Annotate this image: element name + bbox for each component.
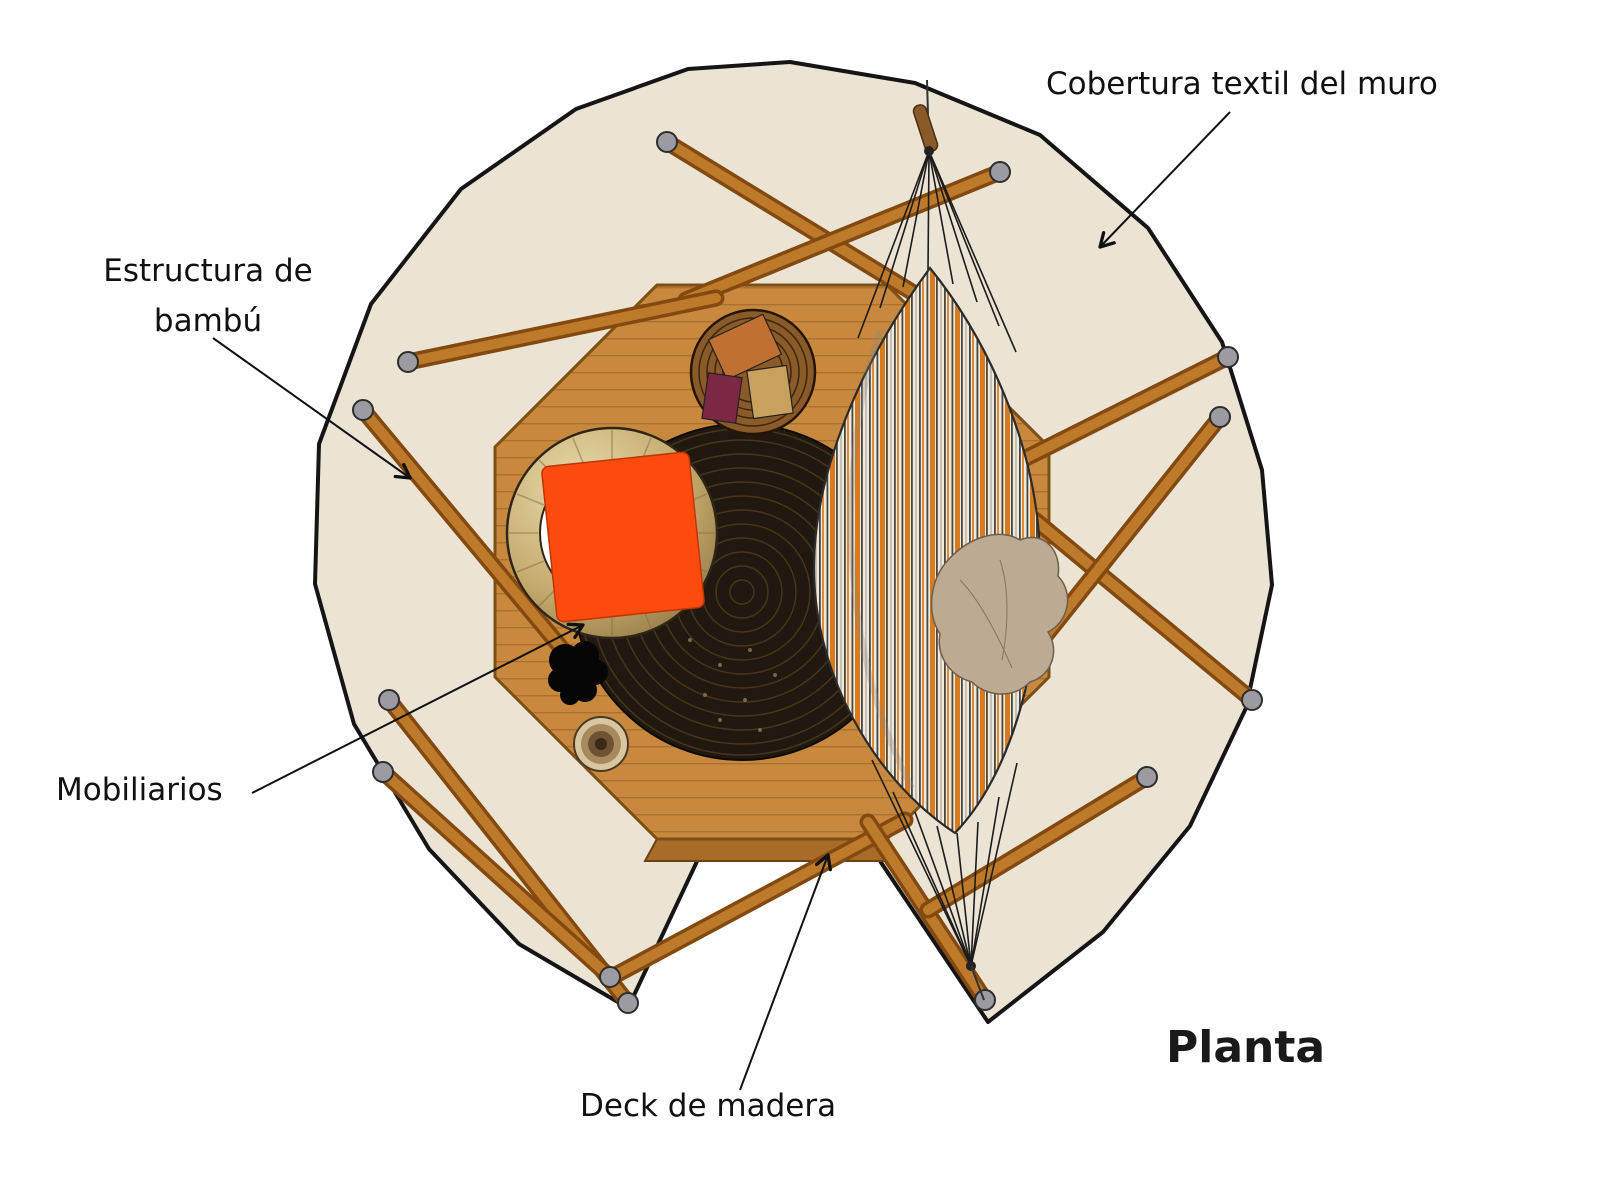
wall-covering-label: Cobertura textil del muro: [1046, 66, 1438, 102]
bamboo-pole: [919, 768, 1156, 919]
bamboo-pole: [993, 348, 1237, 479]
furniture-arrow: [251, 622, 585, 794]
book-basket: [689, 308, 817, 436]
plan-title: Planta: [1166, 1022, 1326, 1073]
hammock-strings-top: [857, 150, 1017, 353]
chair-cushion: [541, 451, 705, 623]
bamboo-pole: [1026, 511, 1261, 709]
book: [707, 313, 783, 381]
bamboo-pole: [399, 289, 725, 371]
bamboo-pole: [658, 133, 947, 317]
hammock-fabric: [812, 266, 1042, 835]
deck-arrow: [739, 853, 833, 1091]
bamboo-pole: [603, 811, 914, 986]
furniture-label: Mobiliarios: [56, 772, 223, 808]
blanket: [930, 533, 1069, 695]
plant: [548, 641, 608, 705]
bamboo-joints: [352, 131, 1263, 1014]
deck-label: Deck de madera: [580, 1088, 837, 1124]
bamboo-pole: [374, 763, 619, 986]
wall-covering-arrow: [1098, 111, 1231, 249]
hammock: [812, 79, 1069, 1001]
bamboo-structure-arrow: [212, 337, 412, 480]
bamboo-pole: [1033, 408, 1229, 649]
annotation-arrows: [212, 111, 1231, 1091]
bamboo-structure-label-line2: bambú: [153, 303, 263, 340]
hammock-strings-bottom: [871, 759, 1018, 967]
book: [746, 364, 794, 420]
woven-pot: [573, 716, 629, 772]
bamboo-structure: [352, 131, 1263, 1014]
book: [701, 372, 743, 424]
bamboo-pole: [354, 401, 587, 677]
bamboo-structure-label: Estructura de bambú: [78, 246, 338, 346]
bamboo-structure-label-line1: Estructura de: [103, 253, 313, 289]
papasan-chair: [505, 426, 719, 640]
